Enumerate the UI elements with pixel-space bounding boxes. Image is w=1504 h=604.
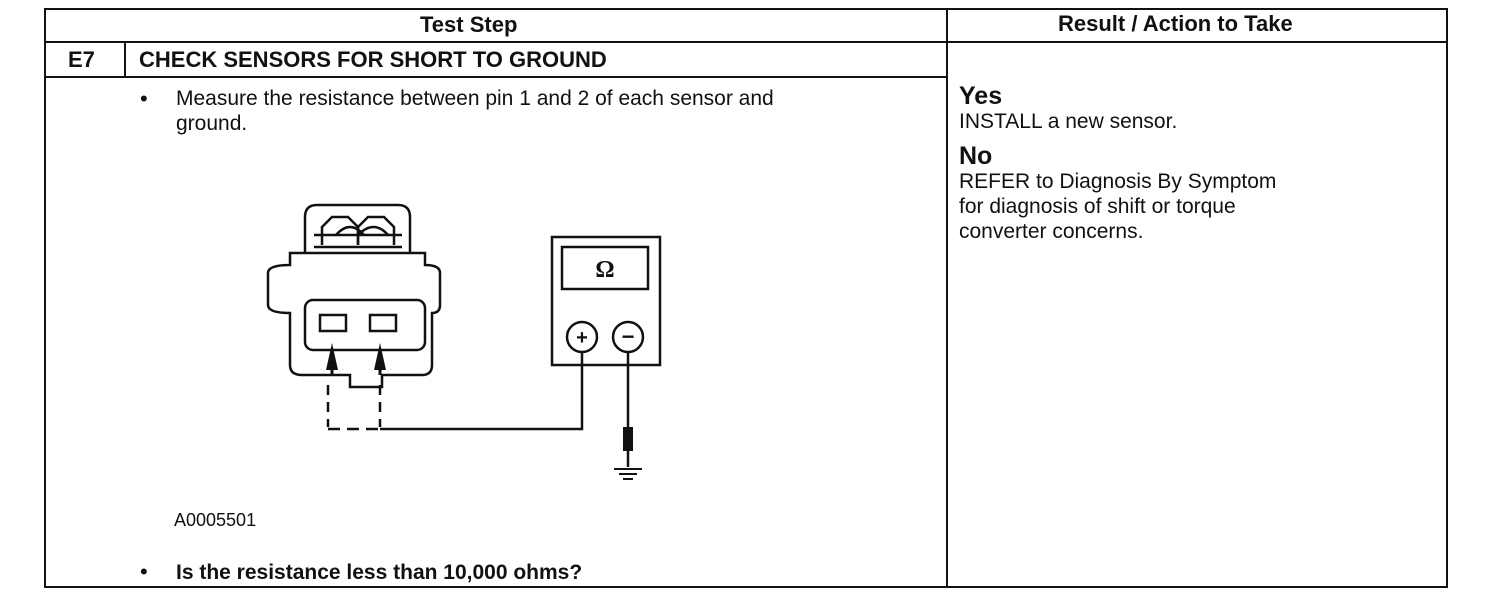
minus-terminal: − [622,324,635,349]
yes-label: Yes [959,82,1003,110]
no-action-line-1: REFER to Diagnosis By Symptom [959,170,1277,193]
column-divider [946,8,948,588]
header-result-action: Result / Action to Take [1058,11,1293,36]
meter-symbol: Ω [595,257,614,283]
no-label: No [959,142,993,170]
sensor-connector-icon [266,203,442,389]
plus-terminal: + [576,327,588,349]
ground-lead [623,352,633,467]
step-title-divider [44,76,948,78]
no-action-line-3: converter concerns. [959,220,1144,243]
header-test-step: Test Step [420,12,518,37]
yes-action: INSTALL a new sensor. [959,110,1178,133]
step-id-divider [124,42,126,77]
diagnostic-table [44,8,1448,588]
header-divider [44,41,1448,43]
step-question: Is the resistance less than 10,000 ohms? [176,561,583,584]
probe-leads [326,343,584,431]
no-action-line-2: for diagnosis of shift or torque [959,195,1236,218]
instruction-line-2: ground. [176,112,248,135]
step-id: E7 [68,47,95,72]
figure-id: A0005501 [174,510,257,530]
bullet-icon: • [140,559,148,584]
instruction-line-1: Measure the resistance between pin 1 and… [176,87,774,110]
ground-symbol-icon [614,468,642,480]
ohmmeter-icon: Ω + − [550,235,662,367]
measurement-diagram: Ω + − [266,203,662,480]
step-title: CHECK SENSORS FOR SHORT TO GROUND [139,47,607,72]
bullet-icon: • [140,86,148,111]
